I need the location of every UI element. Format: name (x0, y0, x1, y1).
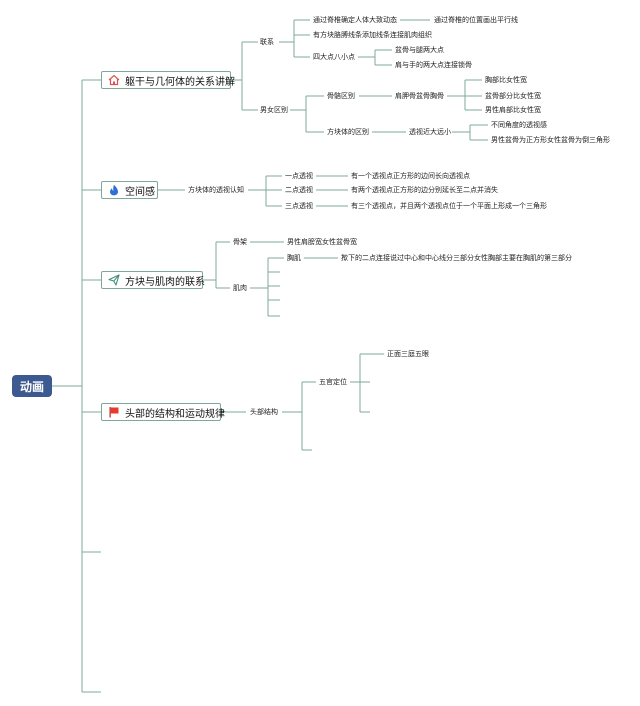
node-toushi-c1[interactable]: 不同角度的透视感 (491, 121, 547, 129)
branch-head-structure[interactable]: 头部的结构和运动规律 (101, 403, 225, 421)
node-two-point-desc[interactable]: 有两个透视点正方形的边分别延长至二点并消失 (351, 186, 498, 194)
node-fangkuai[interactable]: 方块体的区别 (327, 128, 369, 136)
branch-spatial-sense[interactable]: 空间感 (101, 181, 158, 199)
house-icon (108, 74, 120, 86)
node-lianxi-c1[interactable]: 通过脊椎确定人体大致动态 (313, 16, 397, 24)
node-jianjia-c1[interactable]: 胸部比女性宽 (485, 76, 527, 84)
node-lianxi-c3[interactable]: 四大点八小点 (313, 53, 355, 61)
node-jianjia-c2[interactable]: 盆骨部分比女性宽 (485, 92, 541, 100)
branch-label: 躯干与几何体的关系讲解 (125, 76, 235, 88)
paper-plane-icon (108, 274, 120, 286)
node-one-point[interactable]: 一点透视 (285, 172, 313, 180)
node-lianxi-c3-c1[interactable]: 盆骨与腿两大点 (395, 46, 444, 54)
node-skeleton[interactable]: 骨架 (233, 238, 247, 246)
branch-label: 头部的结构和运动规律 (125, 408, 225, 420)
red-flag-icon (109, 407, 119, 418)
node-three-point[interactable]: 三点透视 (285, 202, 313, 210)
node-three-point-desc[interactable]: 有三个透视点，并且两个透视点位于一个平面上形成一个三角形 (351, 202, 547, 210)
branch-block-muscle[interactable]: 方块与肌肉的联系 (101, 271, 205, 289)
node-skeleton-desc[interactable]: 男性肩膀宽女性盆骨宽 (287, 238, 357, 246)
node-pectoral[interactable]: 胸肌 (287, 254, 301, 262)
node-one-point-desc[interactable]: 有一个透视点正方形的边间长向透视点 (351, 172, 470, 180)
branch-label: 方块与肌肉的联系 (125, 276, 205, 288)
node-jianjia-c3[interactable]: 男性肩部比女性宽 (485, 106, 541, 114)
node-lianxi[interactable]: 联系 (260, 38, 274, 46)
node-three-courts-five-eyes[interactable]: 正面三庭五眼 (387, 350, 429, 358)
node-gujia[interactable]: 骨骼区别 (327, 92, 355, 100)
node-pectoral-desc[interactable]: 揿下的二点连接说过中心和中心线分三部分女性胸部主要在胸肌的第三部分 (341, 254, 572, 262)
node-facial-features[interactable]: 五官定位 (319, 378, 347, 386)
branch-torso-geometry[interactable]: 躯干与几何体的关系讲解 (101, 71, 235, 89)
branch-label: 空间感 (125, 186, 155, 198)
node-lianxi-c2[interactable]: 有方块胳膊线条添加线条连接肌肉组织 (313, 31, 432, 39)
node-nannv[interactable]: 男女区别 (260, 106, 288, 114)
node-head-structure[interactable]: 头部结构 (250, 408, 278, 416)
node-lianxi-c3-c2[interactable]: 肩与手的两大点连接锁骨 (395, 61, 472, 69)
node-toushi[interactable]: 透视近大远小 (409, 128, 451, 136)
node-lianxi-c1-c1[interactable]: 通过脊椎的位置画出平行线 (434, 16, 518, 24)
node-cube-perspective[interactable]: 方块体的透视认知 (188, 186, 244, 194)
node-toushi-c2[interactable]: 男性盆骨为正方形女性盆骨为倒三角形 (491, 136, 610, 144)
flame-icon (110, 184, 118, 196)
root-node[interactable]: 动画 (12, 375, 52, 397)
node-two-point[interactable]: 二点透视 (285, 186, 313, 194)
node-muscle[interactable]: 肌肉 (233, 284, 247, 292)
node-jianjia[interactable]: 肩胛骨盆骨胸骨 (395, 92, 444, 100)
